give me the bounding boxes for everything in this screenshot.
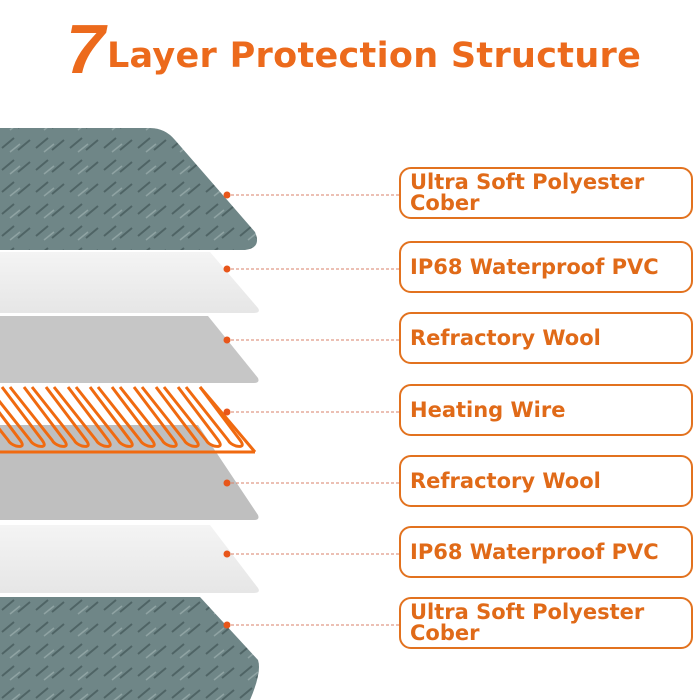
layer-label-line1: Ultra Soft Polyester	[410, 170, 645, 194]
layer-label-line2: Cober	[410, 191, 480, 215]
leader-dot	[223, 408, 231, 416]
layer-label-line1: Refractory Wool	[410, 325, 601, 350]
fleece-layer-bottom	[0, 597, 259, 700]
layer-label: IP68 Waterproof PVC	[399, 241, 693, 293]
layer-label: Refractory Wool	[399, 312, 693, 364]
layer-label-line1: Heating Wire	[410, 397, 566, 422]
layer-label: IP68 Waterproof PVC	[399, 526, 693, 578]
pvc-layer-bottom	[0, 525, 259, 593]
leader-dot	[223, 550, 231, 558]
layer-label-line2: Cober	[410, 621, 480, 645]
page-title: 7 Layer Protection Structure	[66, 14, 641, 84]
leader-dot	[223, 265, 231, 273]
layer-label-line1: IP68 Waterproof PVC	[410, 254, 659, 279]
leader-dot	[223, 336, 231, 344]
leader-dot	[223, 621, 231, 629]
layer-label-line1: IP68 Waterproof PVC	[410, 539, 659, 564]
layer-label: Heating Wire	[399, 384, 693, 436]
title-text: Layer Protection Structure	[106, 36, 642, 76]
heating-wire	[0, 386, 257, 454]
wool-layer-top	[0, 316, 259, 383]
fleece-layer-top	[0, 128, 258, 250]
pvc-layer-top	[0, 252, 259, 313]
title-number: 7	[66, 10, 105, 88]
leader-dot	[223, 479, 231, 487]
wool-layer-bottom	[0, 425, 259, 520]
layer-label: Refractory Wool	[399, 455, 693, 507]
layer-label-line1: Ultra Soft Polyester	[410, 600, 645, 624]
layer-label-line1: Refractory Wool	[410, 468, 601, 493]
leader-dot	[223, 191, 231, 199]
wire-segment	[0, 386, 244, 448]
